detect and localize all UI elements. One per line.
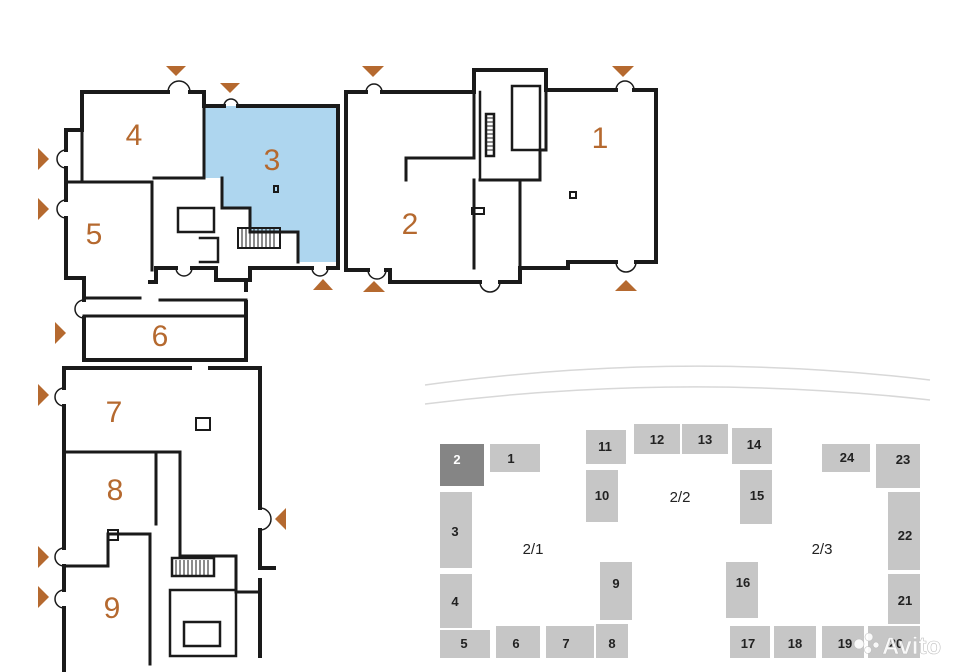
unit-label[interactable]: 7: [106, 396, 123, 429]
building-label: 6: [512, 636, 519, 651]
building-label: 13: [698, 432, 712, 447]
avito-logo-icon: [853, 638, 865, 650]
watermark-text: Avito: [882, 633, 941, 660]
building-labels: 1 2 3 4 5 6 7 8 9 10 11 12 13 14 15 16 1…: [451, 432, 912, 651]
building-label: 2: [453, 452, 460, 467]
entrance-marker-icon: [166, 66, 186, 76]
unit-label[interactable]: 9: [104, 592, 121, 625]
building-label: 12: [650, 432, 664, 447]
section-label: 2/1: [523, 541, 544, 558]
building-block[interactable]: [732, 428, 772, 464]
entrance-marker-icon: [38, 546, 49, 568]
stairs: [175, 117, 494, 576]
building-block[interactable]: [634, 424, 680, 454]
unit-label[interactable]: 1: [592, 122, 609, 155]
building-label: 3: [451, 524, 458, 539]
avito-logo-icon: [872, 641, 880, 649]
entrance-marker-icon: [38, 384, 49, 406]
building-label: 15: [750, 488, 764, 503]
building-label: 4: [451, 594, 459, 609]
building-block[interactable]: [876, 444, 920, 488]
building-block[interactable]: [730, 626, 770, 658]
building-block[interactable]: [440, 444, 484, 486]
road-curve: [424, 365, 931, 386]
unit-label[interactable]: 2: [402, 208, 419, 241]
unit-label[interactable]: 4: [126, 119, 143, 152]
section-label: 2/2: [670, 489, 691, 506]
entrance-marker-icon: [313, 279, 333, 290]
building-label: 11: [598, 439, 612, 454]
building-label: 19: [838, 636, 852, 651]
entrance-marker-icon: [55, 322, 66, 344]
entrance-marker-icon: [615, 280, 637, 291]
building-label: 7: [562, 636, 569, 651]
building-label: 22: [898, 528, 912, 543]
building-block[interactable]: [596, 624, 628, 658]
building-block[interactable]: [490, 444, 540, 472]
building-block[interactable]: [546, 626, 594, 658]
building-label: 1: [507, 451, 514, 466]
floor-plan: 1 2 3 4 5 6 7 8 9: [38, 66, 658, 672]
entrance-marker-icon: [275, 508, 286, 530]
entrance-markers: [38, 66, 637, 608]
building-label: 10: [595, 488, 609, 503]
building-label: 14: [747, 437, 762, 452]
building-block[interactable]: [586, 430, 626, 464]
building-block[interactable]: [496, 626, 540, 658]
unit-label[interactable]: 6: [152, 320, 169, 353]
building-block[interactable]: [440, 492, 472, 568]
building-block[interactable]: [440, 630, 490, 658]
site-buildings: [440, 424, 920, 658]
unit-label[interactable]: 8: [107, 474, 124, 507]
road-curve: [424, 386, 931, 405]
building-block[interactable]: [774, 626, 816, 658]
entrance-marker-icon: [38, 586, 49, 608]
watermark: Avito: [853, 632, 941, 660]
unit-label[interactable]: 5: [86, 218, 103, 251]
building-block[interactable]: [726, 562, 758, 618]
site-plan: 1 2 3 4 5 6 7 8 9 10 11 12 13 14 15 16 1…: [424, 365, 931, 658]
entrance-marker-icon: [363, 281, 385, 292]
unit-label[interactable]: 3: [264, 144, 281, 177]
building-block[interactable]: [888, 574, 920, 624]
building-label: 17: [741, 636, 755, 651]
entrance-marker-icon: [220, 83, 240, 93]
entrance-marker-icon: [38, 198, 49, 220]
avito-logo-icon: [864, 632, 874, 642]
building-label: 16: [736, 575, 750, 590]
entrance-marker-icon: [362, 66, 384, 77]
building-block[interactable]: [740, 470, 772, 524]
building-label: 21: [898, 593, 912, 608]
section-label: 2/3: [812, 541, 833, 558]
walls: [62, 68, 658, 672]
building-block[interactable]: [888, 492, 920, 570]
building-label: 18: [788, 636, 802, 651]
unit-labels: 1 2 3 4 5 6 7 8 9: [86, 119, 609, 625]
entrance-marker-icon: [38, 148, 49, 170]
building-label: 20: [889, 636, 903, 651]
building-block[interactable]: [682, 424, 728, 454]
building-block[interactable]: [822, 444, 870, 472]
building-block[interactable]: [440, 574, 472, 628]
building-block[interactable]: [586, 470, 618, 522]
building-label: 24: [840, 450, 855, 465]
doors: [54, 80, 637, 609]
avito-logo-icon: [864, 646, 872, 654]
building-label: 23: [896, 452, 910, 467]
entrance-marker-icon: [612, 66, 634, 77]
building-label: 9: [612, 576, 619, 591]
building-block[interactable]: [600, 562, 632, 620]
unit-3-highlight[interactable]: [204, 106, 338, 262]
building-label: 8: [608, 636, 615, 651]
building-label: 5: [460, 636, 467, 651]
section-labels: 2/1 2/2 2/3: [523, 489, 833, 558]
